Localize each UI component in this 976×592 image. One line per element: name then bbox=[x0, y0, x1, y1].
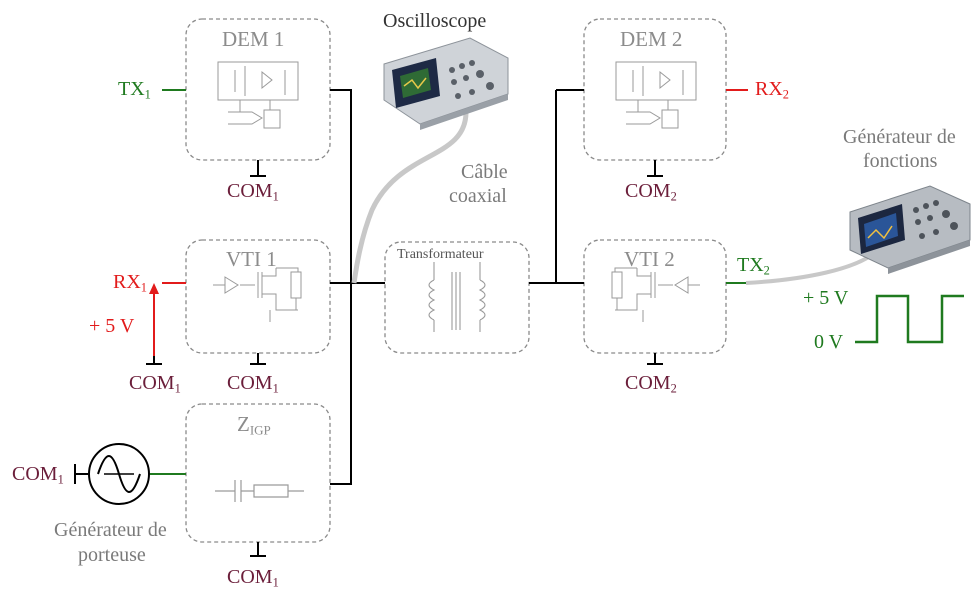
dem1-schematic bbox=[217, 61, 299, 129]
com-vti2: COM2 bbox=[625, 372, 677, 396]
function-generator-label-line1: Générateur de bbox=[843, 126, 956, 148]
rx2-label: RX2 bbox=[755, 78, 789, 102]
plus5v-label: + 5 V bbox=[89, 315, 135, 337]
vti2-schematic bbox=[611, 267, 700, 322]
vti1-block bbox=[185, 239, 331, 354]
cable-label-line1: Câble bbox=[461, 161, 508, 183]
vti1-label: VTI 1 bbox=[226, 247, 277, 271]
function-generator-label-line2: fonctions bbox=[863, 150, 938, 172]
bus-wiring bbox=[330, 89, 584, 485]
vti2-label: VTI 2 bbox=[624, 247, 675, 271]
arrow-head bbox=[149, 283, 159, 294]
transformer-schematic bbox=[428, 262, 486, 332]
vti1-schematic bbox=[213, 267, 302, 322]
function-generator-image bbox=[849, 185, 971, 274]
oscilloscope-label: Oscilloscope bbox=[383, 10, 487, 32]
transformer-block bbox=[384, 241, 530, 354]
com-vti1: COM1 bbox=[227, 372, 279, 396]
com-rx1-source: COM1 bbox=[129, 372, 181, 396]
dem2-label: DEM 2 bbox=[620, 27, 683, 51]
tx2-label: TX2 bbox=[737, 254, 770, 278]
zigp-schematic bbox=[215, 480, 304, 502]
rx1-label: RX1 bbox=[113, 271, 147, 295]
oscilloscope-image bbox=[383, 37, 509, 130]
tx1-label: TX1 bbox=[118, 78, 151, 102]
com-dem1: COM1 bbox=[227, 180, 279, 204]
ground-terminals bbox=[74, 160, 663, 557]
dem1-label: DEM 1 bbox=[222, 27, 285, 51]
transformer-label: Transformateur bbox=[397, 247, 484, 262]
cable-label-line2: coaxial bbox=[449, 185, 507, 207]
square-wave-low-label: 0 V bbox=[814, 331, 844, 353]
com-dem2: COM2 bbox=[625, 180, 677, 204]
carrier-generator-label-line2: porteuse bbox=[78, 544, 146, 566]
square-wave bbox=[855, 294, 964, 344]
zigp-label: ZIGP bbox=[237, 412, 271, 438]
com-zigp: COM1 bbox=[227, 566, 279, 590]
square-wave-high-label: + 5 V bbox=[803, 287, 849, 309]
oscilloscope-cable bbox=[351, 111, 469, 284]
carrier-generator-label-line1: Générateur de bbox=[54, 519, 167, 541]
dem2-schematic bbox=[615, 61, 697, 129]
com-carrier: COM1 bbox=[12, 463, 64, 487]
